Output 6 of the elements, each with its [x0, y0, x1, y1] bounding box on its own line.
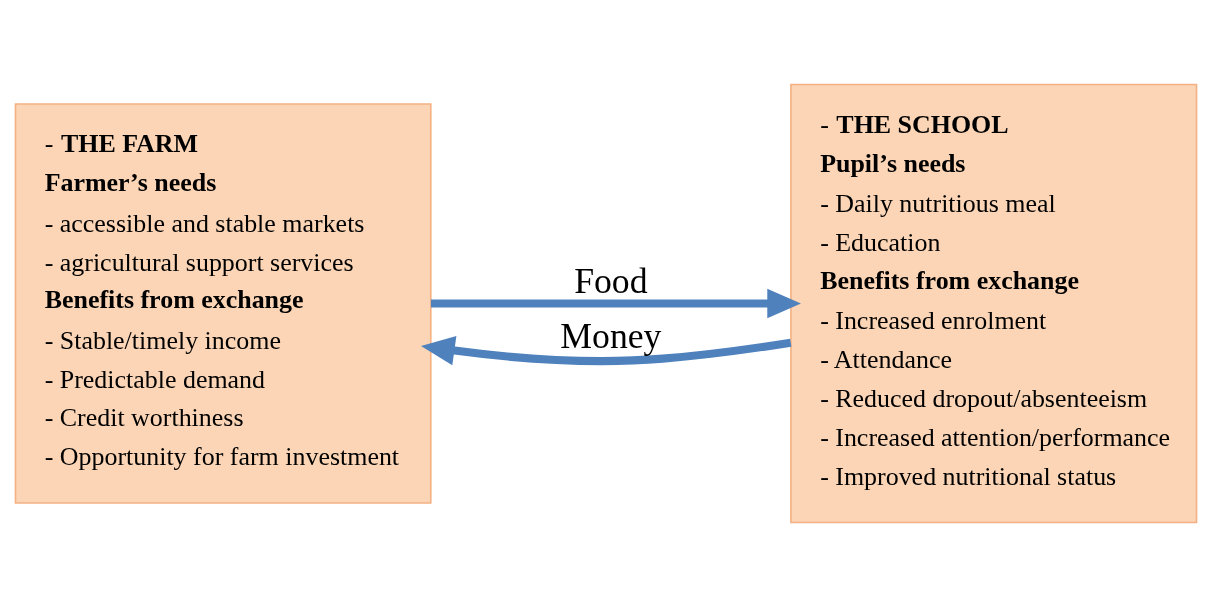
arrow — [421, 335, 792, 365]
edge-label: Money — [560, 315, 662, 356]
node-box: - THE FARM Farmer’s needs - accessible and stable markets - agricultural support services Benefits from exchange - Stable/timely income - Predictable demand - Credit worthiness - Opportunity for farm investment — [14, 102, 432, 504]
node-box: - THE SCHOOL Pupil’s needs - Daily nutritious meal - Education Benefits from exchange - Increased enrolment - Attendance - Reduced dropout/absenteeism - Increased attention/performance - Improved nutritional status — [790, 83, 1198, 523]
arrow — [430, 288, 801, 318]
edge-label: Food — [574, 260, 648, 301]
